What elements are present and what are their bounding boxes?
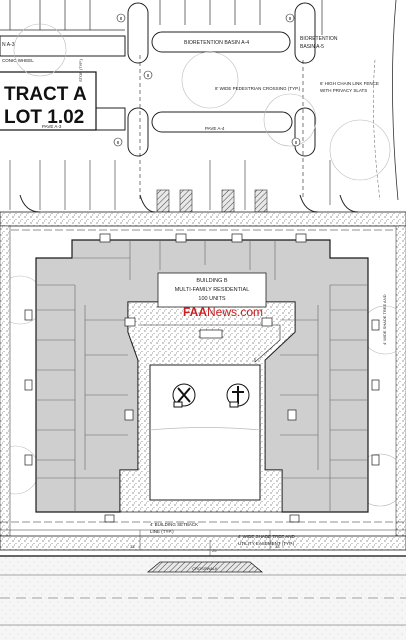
bioretention-basin-a4 [151,31,291,53]
basin-a3-label: N A-3 [2,42,15,48]
stair-cores [24,233,380,523]
pave-a4-strip [151,111,293,133]
parking-count-2: 8 [147,73,150,78]
sidewalk-bottom [0,535,406,551]
parking-count-4: 8 [117,140,120,145]
property-line-right [373,59,381,201]
play-structure-right-icon [226,383,250,408]
curb-line-right [392,0,399,201]
curb-return-1 [19,194,41,213]
watermark-prefix: FAA [183,305,207,319]
parking-island-left [127,2,149,64]
crosswalk-label: CROSSWALK [192,566,218,571]
setback-label-line2: LINE (TYP.) [150,529,174,534]
building-label-line3: 100 UNITS [198,296,226,302]
parking-count-1: 8 [120,16,123,21]
courtyard-edge [140,324,281,363]
dimension-mid: 25' [212,548,217,553]
tract-label-box [0,71,97,131]
building-label-line2: MULTI-FAMILY RESIDENTIAL [175,287,250,293]
sidewalk-right [395,225,406,537]
curb-return-3 [299,194,319,213]
basin-a5-label-line1: BIORETENTION [300,36,338,42]
parking-count-markers [113,13,301,147]
unit-partitions [36,240,368,512]
courtyard-lawn [149,364,261,501]
basin-a4-label: BIORETENTION BASIN A-4 [184,40,249,46]
building-label-box [157,272,267,308]
pave-a3-label: PAVE A-3 [42,124,62,129]
dimension-left: 33' [130,544,135,549]
tract-label-line1: TRACT A [4,84,87,105]
curb-return-4 [339,194,359,213]
parking-stalls-top [0,0,323,35]
fence-label-line1: 6' HIGH CHAIN LINK FENCE [320,81,379,86]
island-mid-right [294,107,316,157]
sidewalk-band [0,211,406,227]
play-structure-left-icon [172,383,196,408]
watermark-suffix: News.com [207,305,263,319]
building-label-line1: BUILDING B [196,278,228,284]
iconic-wheel-label: CONIC WHEEL [2,58,34,63]
parking-count-3: 8 [289,16,292,21]
dimension-ticks [139,530,271,556]
sidewalk-left [0,225,11,537]
basin-a5-label-line2: BASIN A-5 [300,44,324,50]
parking-count-5: 8 [295,140,298,145]
fence-label-line2: WITH PRIVACY SLATS [320,88,367,93]
crosswalk-marking [146,561,264,573]
accessible-stalls [156,189,268,213]
shade-tree-right-label: 4' WIDE SHADE TREE AND [382,294,387,345]
ped-crossing-label: 8' WIDE PEDESTRIAN CROSSING (TYP.) [215,86,301,91]
curb-return-2 [139,194,156,213]
pave-a4-label: PAVE A-4 [205,126,225,131]
bioretention-basin-a3 [0,35,126,57]
parking-island-right [294,2,316,64]
island-mid-left [127,107,149,157]
shade-tree-label-line2: UTILITY EASEMENT (TYP.) [238,541,295,546]
watermark: FAANews.com [183,305,263,319]
stop-label: STOP (TYP.) [78,58,83,82]
lawn-contour [149,427,261,431]
parking-stalls-mid [9,160,331,210]
shade-tree-label-line1: 4' WIDE SHADE TREE AND [238,534,296,539]
setback-label-line1: 4' BUILDING SETBACK [150,522,198,527]
dimension-right: 33' [275,544,280,549]
tract-label-line2: LOT 1.02 [4,107,84,128]
